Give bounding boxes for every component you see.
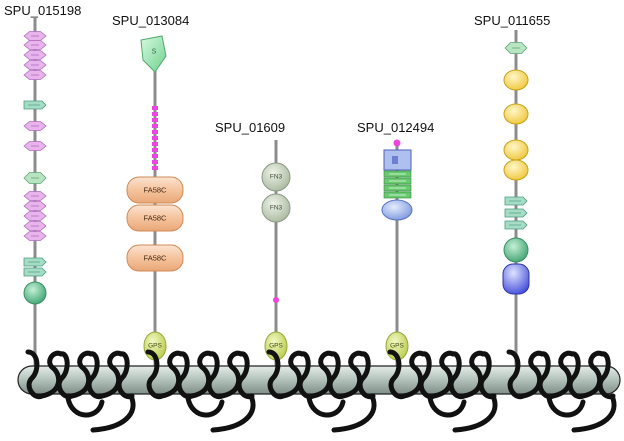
intracellular-loop [546,395,586,418]
fa58c-label: FA58C [144,254,168,263]
serpentine-loops [506,349,616,400]
yellow-oval-domain [503,103,529,125]
pink-hexagon-domain [23,201,47,211]
blue-box-inner [392,156,398,164]
fn3-label: FN3 [270,205,283,212]
green-hexagon-domain [504,42,528,54]
pink-hexagon-domain [23,191,47,201]
magenta-segment [152,154,158,158]
pentagon-label: S [152,49,157,56]
magenta-segment [152,136,158,140]
stalks [33,18,518,366]
teal-arrow-domain [23,257,47,267]
yellow-oval-domain [503,159,529,181]
magenta-segment [152,142,158,146]
serpentine-loops [266,349,376,400]
intracellular-loop [427,395,467,418]
fa58c-domain: FA58C [126,204,184,232]
fa58c-domain: FA58C [126,176,184,204]
pink-hexagon-domain [23,121,47,131]
intracellular-loop [306,395,346,418]
serpentine-loops [25,349,135,400]
c-terminal-tail [452,393,498,433]
magenta-dot [273,297,279,303]
green-hexagon-domain [23,172,47,184]
serpentine-loops [387,349,497,400]
green-repeat-domain [383,170,412,178]
gps-label: GPS [390,343,404,350]
teal-circle-domain [503,237,529,263]
protein-label-spu-013084: SPU_013084 [112,13,190,28]
fa58c-domain: FA58C [126,244,184,272]
magenta-segment [152,166,158,170]
serpentine-loops [145,349,255,400]
fn3-label: FN3 [270,174,283,181]
blue-oval-domain [381,199,413,221]
teal-arrow-domain [23,100,47,110]
pink-hexagon-domain [23,70,47,80]
pink-hexagon-domain [23,221,47,231]
protein-label-spu-015198: SPU_015198 [4,3,82,18]
teal-arrow-domain [504,196,528,206]
c-terminal-tail [210,393,256,433]
green-repeat-domain [383,177,412,185]
pink-hexagon-domain [23,231,47,241]
intracellular-loop [65,395,105,418]
fa58c-label: FA58C [144,214,168,223]
pink-hexagon-domain [23,40,47,50]
c-terminal-tail [571,393,617,433]
magenta-segment [152,148,158,152]
yellow-oval-domain [503,69,529,91]
teal-arrow-domain [23,267,47,277]
pink-hexagon-domain [23,141,47,151]
green-repeat-domain [383,191,412,199]
cell-membrane [17,365,621,395]
intracellular-loop [185,395,225,418]
c-terminal-tail [331,393,377,433]
gps-label: GPS [148,343,162,350]
teal-arrow-domain [504,208,528,218]
magenta-segment [152,160,158,164]
green-pentagon-domain: S [140,35,167,73]
magenta-segment [152,112,158,116]
c-terminal-tail [90,393,136,433]
magenta-segment [152,130,158,134]
protein-label-spu-011655: SPU_011655 [474,13,551,28]
magenta-segment [152,124,158,128]
fn3-domain: FN3 [261,162,291,192]
magenta-segment [152,118,158,122]
gps-label: GPS [269,343,283,350]
pink-hexagon-domain [23,60,47,70]
teal-arrow-domain [504,220,528,230]
magenta-segment [152,106,158,110]
pink-hexagon-domain [23,50,47,60]
yellow-oval-domain [503,139,529,161]
dark-blue-domain [502,263,530,295]
transmembrane-loops [25,349,617,433]
fn3-domain: FN3 [261,193,291,223]
magenta-dot [393,139,401,147]
green-repeat-domain [383,184,412,192]
protein-label-spu-01609: SPU_01609 [215,120,286,135]
protein-label-spu-012494: SPU_012494 [357,120,435,135]
pink-hexagon-domain [23,211,47,221]
teal-circle-domain [23,281,47,305]
fa58c-label: FA58C [144,186,168,195]
pink-hexagon-domain [23,31,47,41]
